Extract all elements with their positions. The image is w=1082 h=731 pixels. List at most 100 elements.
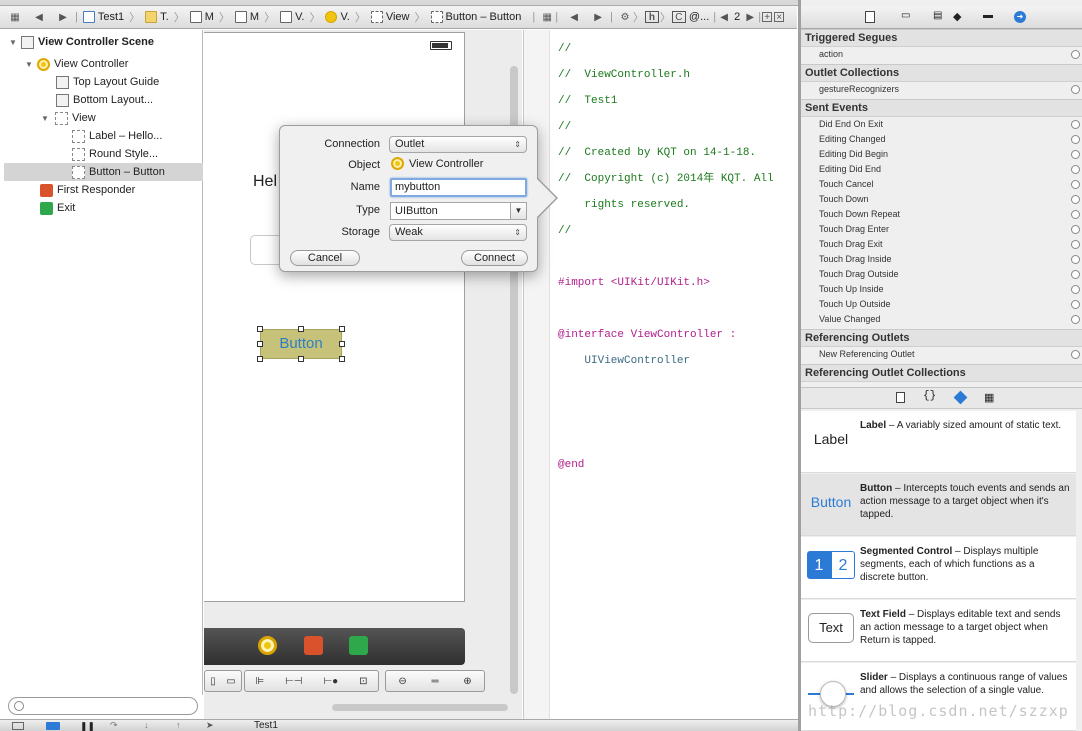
connection-circle-icon[interactable] [1071, 150, 1080, 159]
identity-inspector-icon[interactable]: ▤ [933, 10, 943, 21]
forward-arrow-icon[interactable]: ▶ [59, 11, 67, 23]
connections-inspector-icon[interactable]: ➜ [1014, 11, 1026, 23]
name-field[interactable]: mybutton [390, 178, 527, 197]
close-editor-icon[interactable]: × [774, 12, 785, 23]
type-combo[interactable]: UIButton ▼ [390, 202, 527, 220]
related-items-icon[interactable]: ▦ [10, 11, 20, 23]
assistant-editor[interactable]: // // ViewController.h // Test1 // // Cr… [523, 30, 798, 719]
file-template-icon[interactable] [896, 392, 905, 403]
library-item-text-field[interactable]: Text Text Field – Displays editable text… [801, 600, 1076, 662]
resize-handle[interactable] [298, 326, 304, 332]
automatic-icon[interactable]: ⚙ [620, 11, 630, 23]
resize-handle[interactable] [257, 341, 263, 347]
connection-circle-icon[interactable] [1071, 350, 1080, 359]
class-icon[interactable]: C [671, 11, 686, 23]
connection-circle-icon[interactable] [1071, 300, 1080, 309]
breadcrumb-view[interactable]: View [367, 11, 414, 23]
align-icon[interactable]: ⊫ [255, 675, 265, 687]
connection-circle-icon[interactable] [1071, 225, 1080, 234]
step-in-icon[interactable]: ↓ [144, 720, 149, 730]
connection-circle-icon[interactable] [1071, 315, 1080, 324]
pin-icon[interactable]: ⊢⊣ [285, 675, 303, 687]
step-over-icon[interactable]: ↷ [110, 720, 118, 730]
library-item-label[interactable]: Label Label – A variably sized amount of… [801, 411, 1076, 473]
size-inspector-icon[interactable]: ▬ [983, 10, 993, 21]
breadcrumb-storyboard-2[interactable]: M [231, 11, 263, 23]
exit-icon[interactable] [349, 636, 368, 655]
resize-handle[interactable] [339, 356, 345, 362]
attributes-inspector-icon[interactable]: ◆ [953, 11, 962, 23]
file-inspector-icon[interactable] [865, 11, 875, 23]
resize-handle[interactable] [298, 356, 304, 362]
view-controller-icon[interactable] [258, 636, 277, 655]
quick-help-icon[interactable]: ▭ [901, 10, 911, 21]
resizing-icon[interactable]: ⊡ [359, 675, 368, 687]
library-item-button[interactable]: Button Button – Intercepts touch events … [801, 474, 1076, 536]
add-editor-icon[interactable]: + [762, 12, 773, 23]
resize-handle[interactable] [339, 326, 345, 332]
outline-item-exit[interactable]: Exit [40, 199, 239, 217]
breadcrumb-project[interactable]: Test1 [79, 11, 128, 23]
resolve-icon[interactable]: ⊢● [323, 675, 339, 687]
zoom-actual-icon[interactable]: ═ [431, 675, 439, 687]
breakpoints-icon[interactable] [46, 722, 60, 730]
breadcrumb-storyboard-1[interactable]: M [186, 11, 218, 23]
storage-select[interactable]: Weak ⇕ [389, 224, 527, 241]
counterpart-label[interactable]: @... [688, 11, 710, 23]
pause-icon[interactable]: ❚❚ [80, 721, 96, 731]
library-item-slider[interactable]: Slider – Displays a continuous range of … [801, 663, 1076, 731]
resize-handle[interactable] [257, 356, 263, 362]
connection-circle-icon[interactable] [1071, 270, 1080, 279]
inspector-divider[interactable] [798, 0, 801, 731]
next-counterpart-icon[interactable]: ▶ [746, 11, 755, 23]
connection-circle-icon[interactable] [1071, 165, 1080, 174]
scheme-label[interactable]: Test1 [254, 720, 278, 731]
outline-item-view-controller[interactable]: ▼ View Controller [24, 55, 223, 73]
back-arrow-icon[interactable]: ◀ [35, 11, 43, 23]
disclosure-triangle-icon[interactable]: ▼ [9, 37, 17, 47]
selected-button[interactable]: Button [257, 326, 345, 362]
scene-view[interactable]: Hel Button [204, 32, 465, 602]
object-library-icon[interactable] [953, 390, 968, 405]
connection-circle-icon[interactable] [1071, 255, 1080, 264]
connection-circle-icon[interactable] [1071, 180, 1080, 189]
outline-filter-field[interactable] [8, 697, 198, 715]
disclosure-triangle-icon[interactable]: ▼ [25, 59, 33, 69]
breadcrumb-view-controller[interactable]: V. [321, 11, 353, 23]
connection-circle-icon[interactable] [1071, 240, 1080, 249]
connection-circle-icon[interactable] [1071, 285, 1080, 294]
outline-item-bottom-layout-guide[interactable]: Bottom Layout... [56, 91, 255, 109]
resize-handle[interactable] [257, 326, 263, 332]
orientation-icon[interactable]: ▭ [226, 675, 236, 687]
zoom-in-icon[interactable]: ⊕ [463, 675, 472, 687]
connection-circle-icon[interactable] [1071, 135, 1080, 144]
connection-circle-icon[interactable] [1071, 120, 1080, 129]
related-items-icon-2[interactable]: ▦ [542, 11, 552, 23]
chevron-down-icon[interactable]: ▼ [510, 203, 526, 219]
connection-circle-icon[interactable] [1071, 85, 1080, 94]
outline-item-top-layout-guide[interactable]: Top Layout Guide [56, 73, 255, 91]
outline-item-label[interactable]: Label – Hello... [72, 127, 271, 145]
code-snippet-icon[interactable]: {} [923, 390, 937, 402]
connection-circle-icon[interactable] [1071, 195, 1080, 204]
outline-item-button[interactable]: Button – Button [4, 163, 203, 181]
canvas-vertical-scrollbar[interactable] [510, 66, 518, 694]
cancel-button[interactable]: Cancel [290, 250, 360, 266]
prev-counterpart-icon[interactable]: ◀ [720, 11, 728, 23]
resize-handle[interactable] [339, 341, 345, 347]
step-out-icon[interactable]: ↑ [176, 720, 181, 730]
location-icon[interactable]: ➤ [206, 720, 214, 730]
breadcrumb-button[interactable]: Button – Button [427, 11, 526, 23]
hello-label[interactable]: Hel [253, 173, 278, 190]
first-responder-icon[interactable] [304, 636, 323, 655]
connection-circle-icon[interactable] [1071, 50, 1080, 59]
form-factor-icon[interactable]: ▯ [210, 675, 216, 687]
outline-item-scene[interactable]: ▼ View Controller Scene [8, 33, 207, 51]
outline-item-round-style[interactable]: Round Style... [72, 145, 271, 163]
connection-circle-icon[interactable] [1071, 210, 1080, 219]
breadcrumb-folder[interactable]: T. [141, 11, 173, 23]
outline-item-first-responder[interactable]: First Responder [40, 181, 239, 199]
code-text[interactable]: // // ViewController.h // Test1 // // Cr… [558, 30, 774, 498]
editor-back-arrow-icon[interactable]: ◀ [570, 11, 578, 23]
